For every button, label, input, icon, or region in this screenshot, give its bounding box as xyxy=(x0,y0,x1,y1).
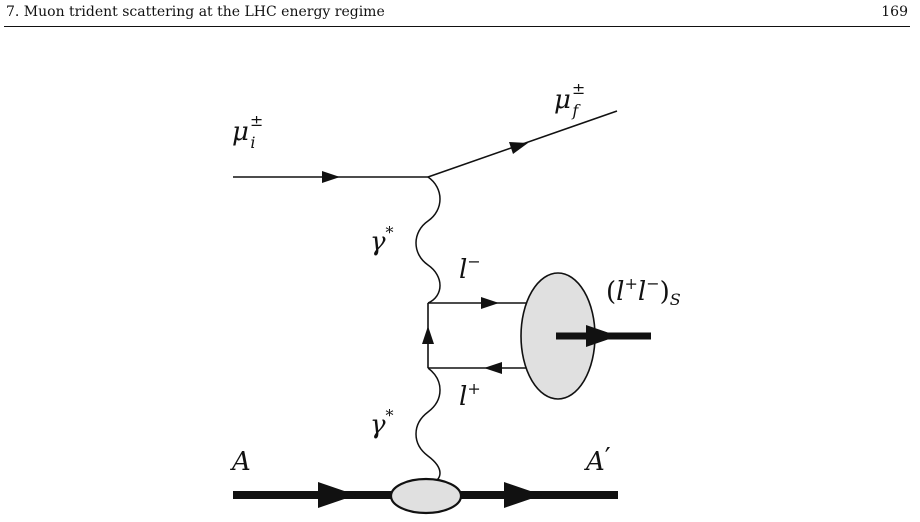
lower-photon-wavy xyxy=(415,367,441,486)
label-lepton-plus: l+ xyxy=(459,379,481,412)
label-bound-state: (l+l−)S xyxy=(606,274,681,309)
nucleus-outgoing-arrow xyxy=(504,482,542,508)
lepton-propagator-arrow xyxy=(422,326,434,344)
nucleus-incoming-arrow xyxy=(318,482,356,508)
label-mu-initial: μ±i xyxy=(232,111,263,152)
lepton-plus-arrow xyxy=(484,362,502,374)
header-rule xyxy=(4,26,910,27)
chapter-title: 7. Muon trident scattering at the LHC en… xyxy=(6,4,385,20)
label-nucleus-initial: A xyxy=(230,447,251,477)
nucleus-form-factor-blob xyxy=(389,477,463,515)
lepton-minus-arrow xyxy=(481,297,499,309)
label-nucleus-final: A′ xyxy=(584,443,611,477)
label-photon-upper: γ* xyxy=(370,223,394,257)
page-number: 169 xyxy=(881,4,908,20)
bound-state-arrow xyxy=(586,325,618,347)
upper-photon-wavy xyxy=(415,176,441,304)
incoming-muon-arrow xyxy=(322,171,340,183)
outgoing-muon-arrow xyxy=(509,142,528,154)
label-lepton-minus: l− xyxy=(459,252,481,285)
page-header: 7. Muon trident scattering at the LHC en… xyxy=(0,4,908,26)
label-photon-lower: γ* xyxy=(370,406,394,440)
label-mu-final: μ±f xyxy=(554,79,585,120)
